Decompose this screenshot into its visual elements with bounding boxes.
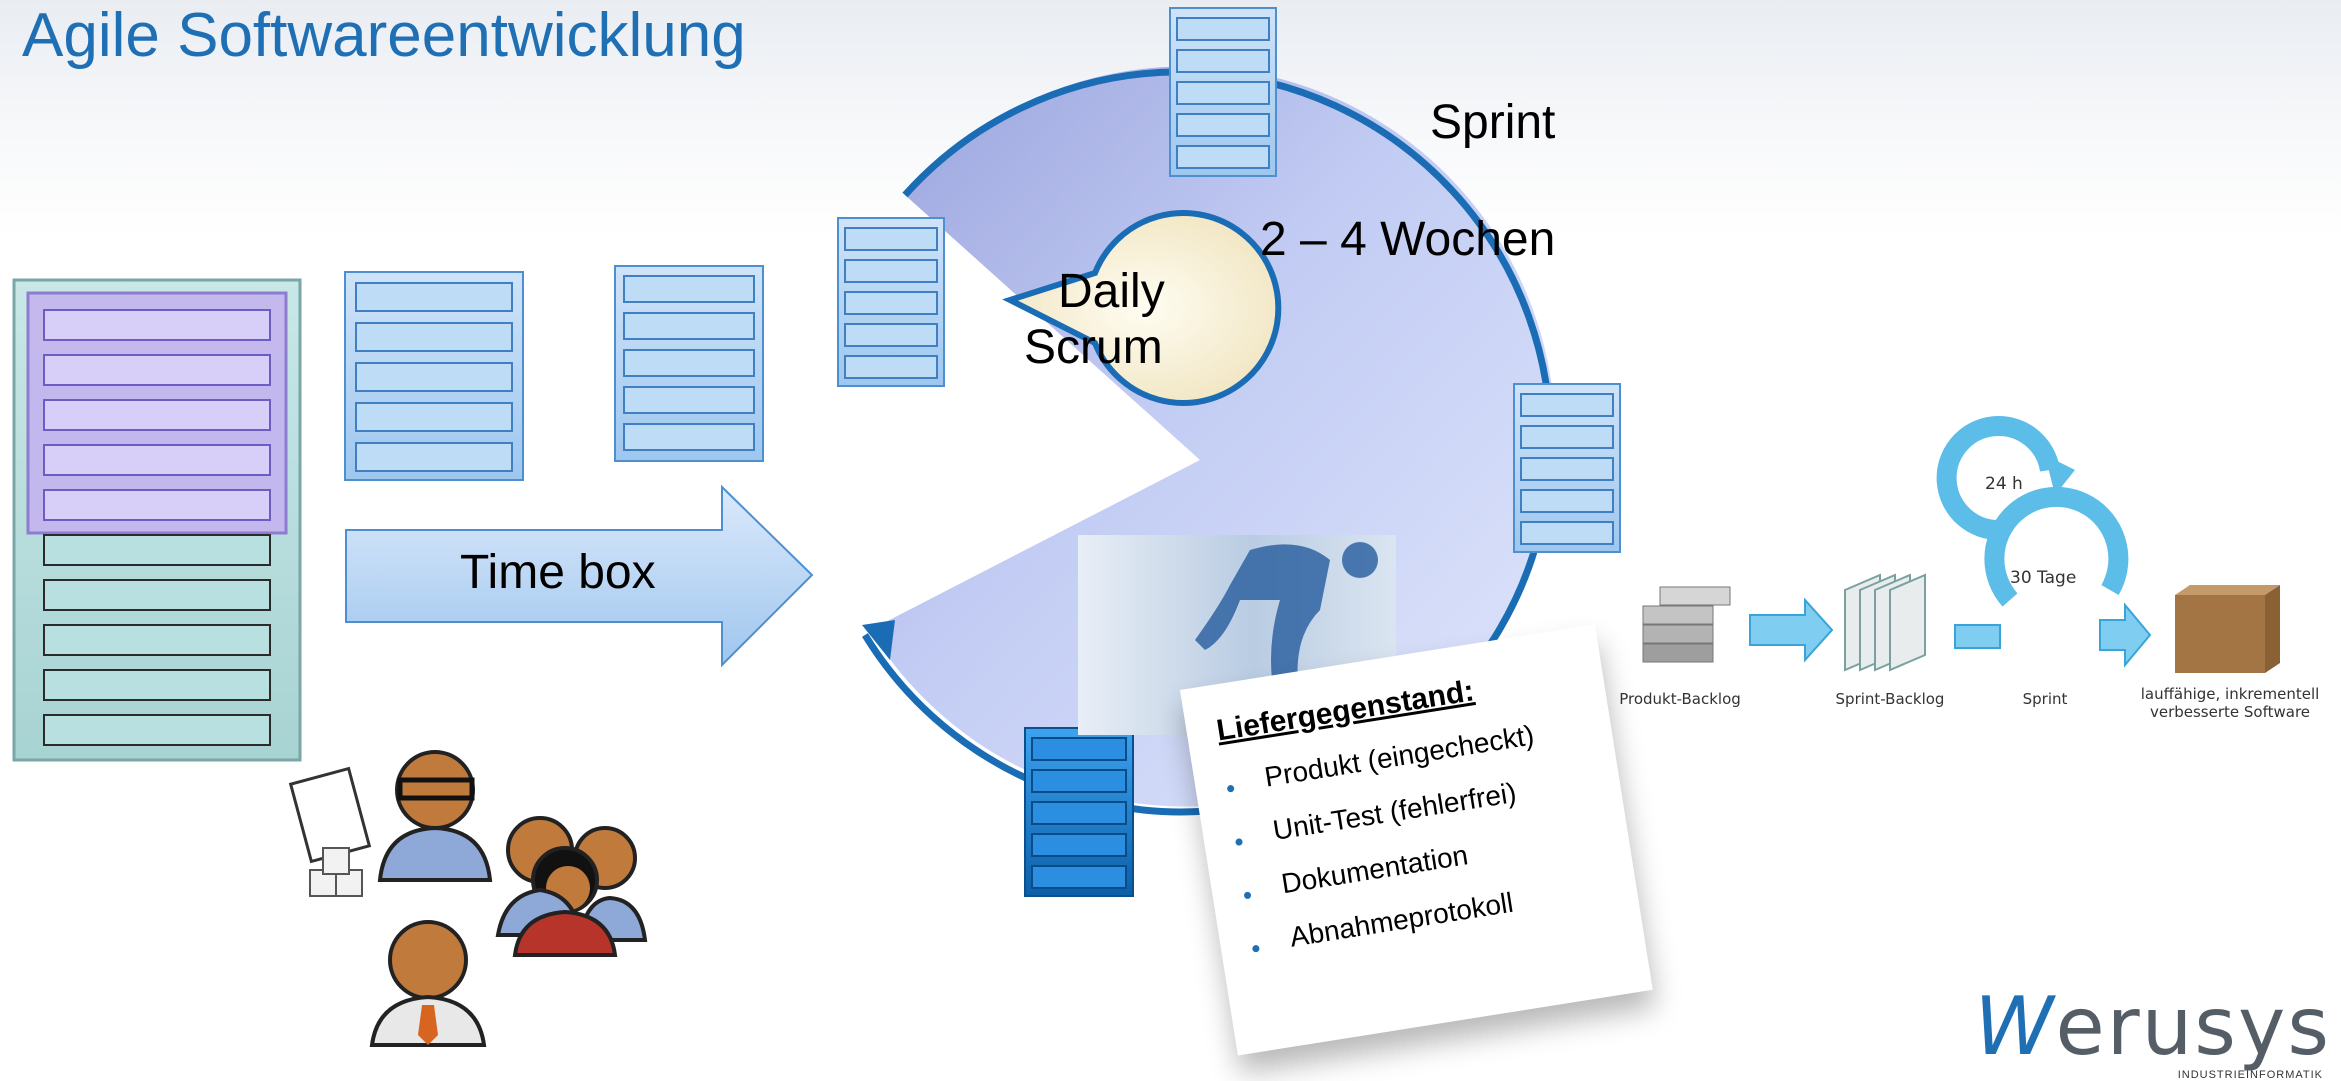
daily-scrum-line1: Daily bbox=[1058, 265, 1165, 318]
flow-cycle-24h: 24 h bbox=[1985, 474, 2023, 494]
flow-cycle-arrowhead-icon bbox=[2045, 455, 2075, 495]
daily-scrum-circle bbox=[1002, 210, 1282, 406]
sprint-backlog-stack-top bbox=[1169, 7, 1277, 177]
page-title: Agile Softwareentwicklung bbox=[22, 1, 746, 70]
flow-arrow-3 bbox=[2099, 602, 2152, 668]
manager-icon bbox=[369, 920, 487, 1047]
logo-subtitle: INDUSTRIEINFORMATIK bbox=[2177, 1069, 2323, 1081]
flow-label-product-backlog: Produkt-Backlog bbox=[1619, 690, 1741, 708]
sprint-backlog-stack-3 bbox=[837, 217, 945, 387]
flow-label-sprint-backlog: Sprint-Backlog bbox=[1835, 690, 1945, 708]
timebox-label: Time box bbox=[460, 546, 656, 599]
daily-scrum-line2: Scrum bbox=[1024, 321, 1163, 374]
flow-arrow-1 bbox=[1749, 597, 1834, 663]
sprint-backlog-stack-1 bbox=[344, 271, 524, 481]
flow-sprint-backlog-icon bbox=[1844, 573, 1926, 672]
flow-product-backlog-icon bbox=[1642, 586, 1731, 663]
developer-icon bbox=[288, 750, 493, 897]
sprint-backlog-stack-right bbox=[1513, 383, 1621, 553]
flow-arrow-2 bbox=[1954, 624, 2001, 649]
sprint-label: Sprint bbox=[1430, 96, 1556, 149]
flow-cycle-30d: 30 Tage bbox=[2010, 568, 2077, 588]
logo-initial: W bbox=[1974, 980, 2056, 1073]
team-icon bbox=[495, 816, 648, 957]
product-backlog-stack bbox=[12, 278, 302, 762]
flow-label-software: lauffähige, inkrementell verbesserte Sof… bbox=[2140, 685, 2320, 721]
cycle-arrowhead-icon bbox=[862, 620, 895, 660]
duration-label: 2 – 4 Wochen bbox=[1260, 213, 1556, 266]
logo-text: erusys bbox=[2055, 980, 2331, 1073]
deliverable-list: Produkt (eingecheckt) Unit-Test (fehlerf… bbox=[1223, 712, 1609, 960]
flow-cycle-icon bbox=[1936, 416, 2129, 607]
flow-label-sprint: Sprint bbox=[2022, 690, 2068, 708]
deliverable-card: Liefergegenstand: Produkt (eingecheckt) … bbox=[1180, 624, 1653, 1056]
sprint-backlog-stack-2 bbox=[614, 265, 764, 462]
increment-stack-dark bbox=[1024, 727, 1134, 897]
timebox-arrow bbox=[345, 484, 814, 668]
flow-software-box-icon bbox=[2175, 585, 2280, 673]
company-logo: Werusys bbox=[1974, 980, 2331, 1073]
